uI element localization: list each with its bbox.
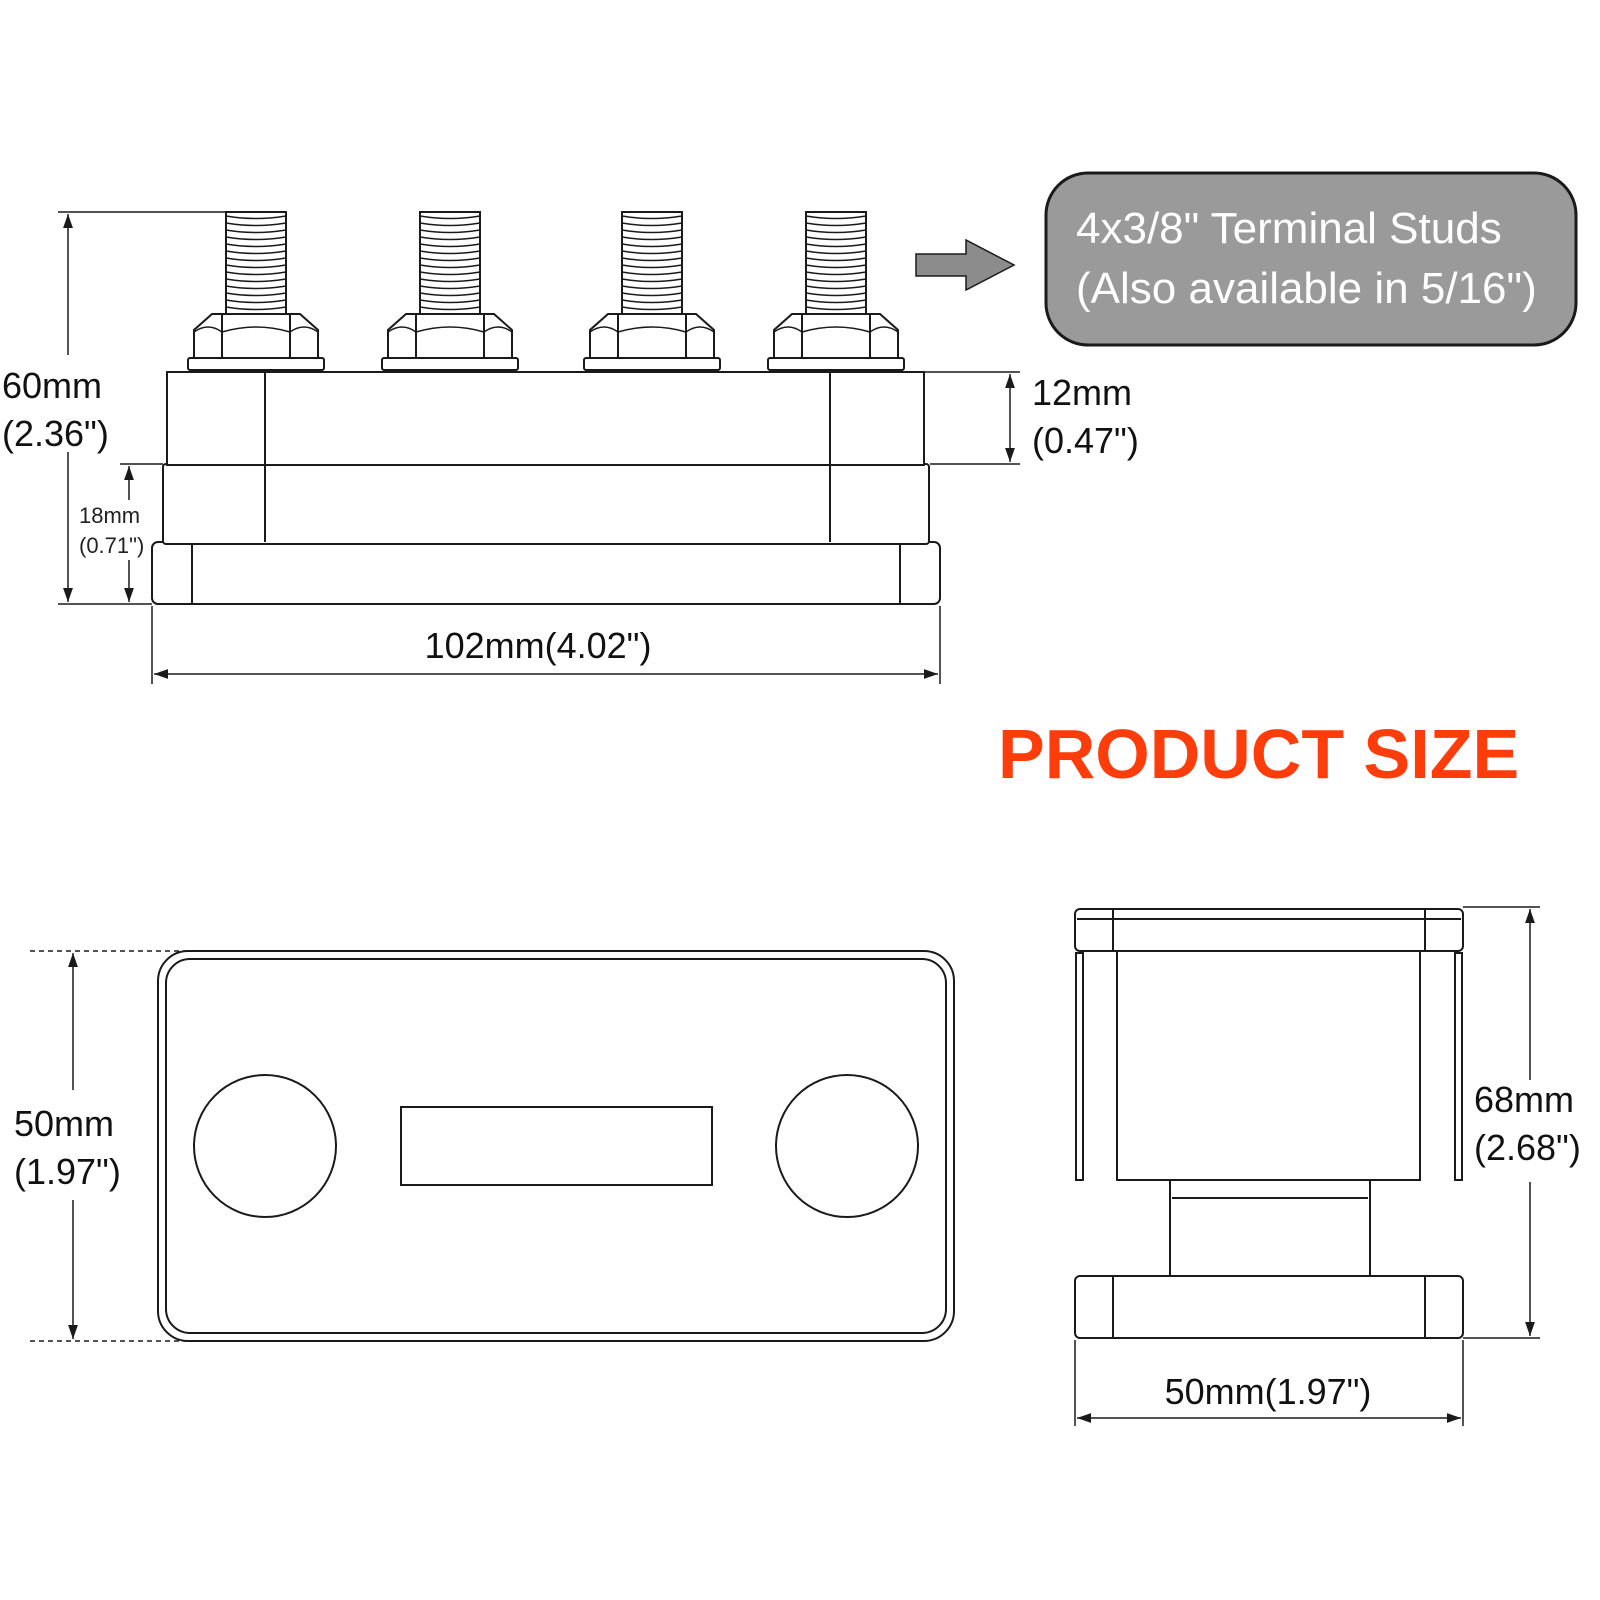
dim-12-inch-text: (0.47") (1032, 420, 1139, 461)
callout-box (1044, 171, 1578, 347)
side-cover-top (1074, 908, 1464, 952)
top-inner-plate (165, 958, 947, 1334)
terminal-stud (583, 211, 721, 371)
dim-68-inch-text: (2.68") (1474, 1127, 1581, 1168)
arrow-right-icon (915, 238, 1016, 292)
dim-18-inch-text: (0.71") (79, 533, 144, 558)
product-size-title: PRODUCT SIZE (998, 715, 1519, 793)
dim-50-inch-text: (1.97") (14, 1151, 121, 1192)
top-view (157, 950, 955, 1342)
callout-line-1: 4x3/8" Terminal Studs (1076, 204, 1502, 253)
dim-60-inch-text: (2.36") (2, 413, 109, 454)
left-clip (1075, 952, 1084, 1181)
front-middle-body (162, 463, 930, 545)
dim-width-50: 50mm(1.97") (1074, 1340, 1464, 1426)
terminal-stud (767, 211, 905, 371)
dim-12-mm-text: 12mm (1032, 372, 1132, 413)
side-view (1074, 908, 1464, 1339)
callout-line-2: (Also available in 5/16") (1076, 264, 1537, 313)
callout: 4x3/8" Terminal Studs (Also available in… (915, 171, 1578, 347)
side-base-plate (1074, 1275, 1464, 1339)
left-hole (193, 1074, 337, 1218)
front-base-plate (151, 541, 941, 605)
dim-68-mm-text: 68mm (1474, 1079, 1574, 1120)
dim-side-50-text: 50mm(1.97") (1165, 1371, 1372, 1412)
front-view (151, 211, 941, 605)
front-upper-body (166, 371, 925, 466)
terminal-studs (187, 211, 905, 371)
dim-18-mm-text: 18mm (79, 503, 140, 528)
dim-50-mm-text: 50mm (14, 1103, 114, 1144)
dim-102-text: 102mm(4.02") (425, 625, 652, 666)
right-clip (1454, 952, 1463, 1181)
side-cover-body (1116, 949, 1421, 1181)
top-outer-plate (157, 950, 955, 1342)
dim-height-68: 68mm (2.68") (1463, 906, 1581, 1339)
dim-height-18: 18mm (0.71") (79, 463, 163, 602)
right-hole (775, 1074, 919, 1218)
side-neck (1169, 1179, 1371, 1277)
dim-60-mm-text: 60mm (2, 365, 102, 406)
dim-height-12: 12mm (0.47") (924, 371, 1139, 465)
dim-depth-50: 50mm (1.97") (14, 950, 238, 1342)
dim-width-102: 102mm(4.02") (151, 606, 941, 684)
terminal-stud (187, 211, 325, 371)
center-slot (400, 1106, 713, 1186)
dim-height-60: 60mm (2.36") (2, 211, 226, 605)
terminal-stud (381, 211, 519, 371)
